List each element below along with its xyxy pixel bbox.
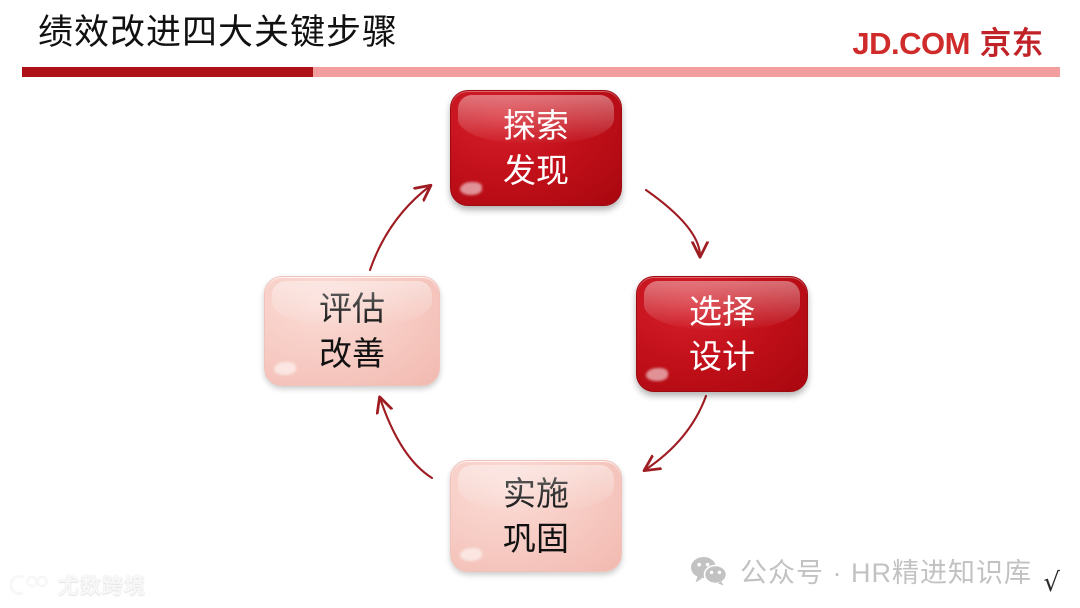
corner-watermark: 尤数跨境 [10, 570, 146, 600]
brand-logo-latin: JD.COM [852, 26, 970, 61]
arrow-implement-to-evaluate [380, 398, 434, 480]
step-box-select[interactable]: 选择 设计 [636, 276, 808, 392]
wechat-watermark-text: 公众号 · HR精进知识库 [740, 558, 1032, 588]
step-select-line1: 选择 [689, 293, 755, 330]
step-explore-line2: 发现 [503, 152, 569, 189]
step-evaluate-line2: 改善 [319, 335, 385, 372]
check-mark-icon: √ [1043, 568, 1060, 598]
wechat-watermark: 公众号 · HR精进知识库 [690, 551, 1032, 590]
step-explore-line1: 探索 [503, 107, 569, 144]
corner-watermark-logo-icon [10, 574, 48, 596]
title-rule-dark-segment [22, 67, 313, 77]
jd-brand-logo: JD.COM 京东 [852, 18, 1044, 63]
step-select-line2: 设计 [689, 338, 755, 375]
page-title: 绩效改进四大关键步骤 [38, 13, 399, 52]
corner-watermark-text: 尤数跨境 [58, 575, 146, 598]
title-underline-rule [22, 67, 1060, 77]
step-implement-line2: 巩固 [503, 520, 569, 557]
arrow-select-to-implement [645, 394, 708, 470]
title-rule-light-segment [312, 67, 1060, 77]
step-implement-line1: 实施 [503, 475, 569, 512]
arrow-evaluate-to-explore [368, 186, 430, 272]
step-box-implement[interactable]: 实施 巩固 [450, 460, 622, 572]
brand-logo-cjk: 京东 [980, 26, 1044, 61]
arrow-explore-to-select [644, 188, 700, 256]
step-box-explore[interactable]: 探索 发现 [450, 90, 622, 206]
step-evaluate-line1: 评估 [319, 290, 385, 327]
wechat-icon [691, 556, 728, 586]
step-box-evaluate[interactable]: 评估 改善 [264, 276, 440, 386]
cycle-diagram: 探索 发现 选择 设计 实施 巩固 评估 改善 [0, 78, 1080, 608]
